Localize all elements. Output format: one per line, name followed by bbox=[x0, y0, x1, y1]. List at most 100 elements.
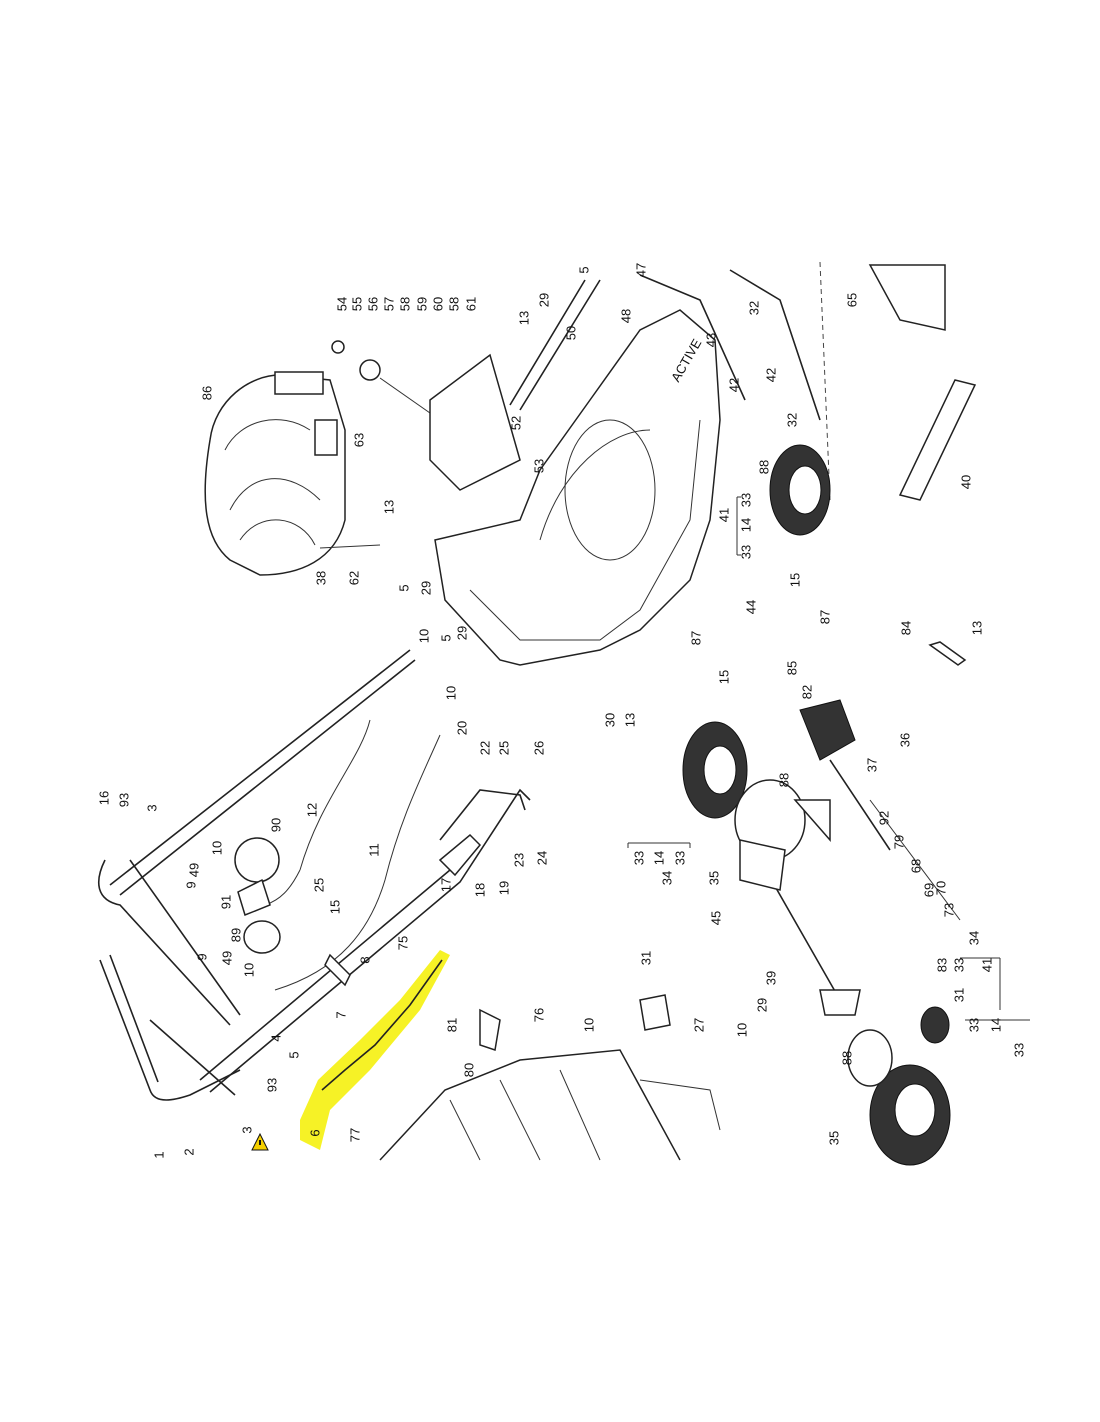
part-number-label: 91 bbox=[218, 895, 233, 909]
part-number-label: 63 bbox=[351, 433, 366, 447]
part-number-label: 5 bbox=[438, 634, 453, 641]
part-number-label: 32 bbox=[746, 301, 761, 315]
part-number-label: 13 bbox=[969, 621, 984, 635]
plate-part-27 bbox=[639, 994, 671, 1031]
part-number-label: 22 bbox=[477, 741, 492, 755]
part-number-label: 35 bbox=[706, 871, 721, 885]
part-number-label: 83 bbox=[934, 958, 949, 972]
part-number-label: 5 bbox=[396, 584, 411, 591]
part-number-label: 25 bbox=[496, 741, 511, 755]
part-number-label: 52 bbox=[508, 416, 523, 430]
part-number-label: 34 bbox=[966, 931, 981, 945]
part-number-label: 29 bbox=[754, 998, 769, 1012]
part-number-label: 86 bbox=[199, 386, 214, 400]
wheel-front-right bbox=[682, 721, 748, 819]
part-number-label: 10 bbox=[241, 963, 256, 977]
part-number-label: 25 bbox=[311, 878, 326, 892]
part-number-label: 79 bbox=[891, 835, 906, 849]
part-number-label: 17 bbox=[438, 878, 453, 892]
part-number-label: 7 bbox=[333, 1011, 348, 1018]
belt-part-40 bbox=[898, 379, 977, 501]
part-number-label: 31 bbox=[638, 951, 653, 965]
part-number-label: 14 bbox=[738, 518, 753, 532]
part-number-label: 10 bbox=[209, 841, 224, 855]
part-number-label: 41 bbox=[716, 508, 731, 522]
part-number-label: 53 bbox=[531, 459, 546, 473]
part-number-label: 33 bbox=[966, 1018, 981, 1032]
part-number-label: 11 bbox=[366, 843, 381, 857]
part-number-label: 84 bbox=[898, 621, 913, 635]
part-90 bbox=[234, 837, 280, 883]
part-number-label: 10 bbox=[416, 629, 431, 643]
part-number-label: 88 bbox=[756, 460, 771, 474]
part-number-label: 58 bbox=[397, 297, 412, 311]
part-number-label: 12 bbox=[304, 803, 319, 817]
part-number-label: 82 bbox=[799, 685, 814, 699]
wheel-rear-right bbox=[769, 444, 831, 536]
part-number-label: 1 bbox=[151, 1151, 166, 1158]
part-number-label: 15 bbox=[327, 900, 342, 914]
part-number-label: 57 bbox=[381, 297, 396, 311]
part-number-label: 13 bbox=[516, 311, 531, 325]
part-number-label: 29 bbox=[536, 293, 551, 307]
part-number-label: 2 bbox=[181, 1148, 196, 1155]
part-number-label: 93 bbox=[264, 1078, 279, 1092]
part-number-label: 58 bbox=[446, 297, 461, 311]
part-number-label: 55 bbox=[349, 297, 364, 311]
part-number-label: 48 bbox=[618, 309, 633, 323]
engine-part-86 bbox=[204, 371, 346, 576]
part-number-label: 24 bbox=[534, 851, 549, 865]
part-number-label: 33 bbox=[738, 545, 753, 559]
part-number-label: 8 bbox=[357, 956, 372, 963]
part-number-label: 9 bbox=[194, 953, 209, 960]
part-number-label: 4 bbox=[268, 1034, 283, 1041]
part-number-label: 3 bbox=[239, 1126, 254, 1133]
part-number-label: 89 bbox=[228, 928, 243, 942]
part-number-label: 61 bbox=[463, 297, 478, 311]
part-number-label: 65 bbox=[844, 293, 859, 307]
part-number-label: 15 bbox=[787, 573, 802, 587]
part-number-label: 10 bbox=[734, 1023, 749, 1037]
part-number-label: 9 bbox=[183, 881, 198, 888]
part-89 bbox=[243, 920, 281, 954]
part-number-label: 62 bbox=[346, 571, 361, 585]
part-number-label: 93 bbox=[116, 793, 131, 807]
part-number-label: 42 bbox=[726, 378, 741, 392]
part-number-label: 32 bbox=[784, 413, 799, 427]
part-number-label: 23 bbox=[511, 853, 526, 867]
part-number-label: 44 bbox=[743, 600, 758, 614]
warning-triangle-icon bbox=[251, 1132, 269, 1151]
part-number-label: 27 bbox=[691, 1018, 706, 1032]
part-number-label: 40 bbox=[958, 475, 973, 489]
part-number-label: 68 bbox=[908, 859, 923, 873]
part-number-label: 3 bbox=[144, 804, 159, 811]
part-number-label: 81 bbox=[444, 1018, 459, 1032]
gearbox-part-82 bbox=[799, 699, 856, 761]
wheel-rear-left bbox=[869, 1064, 951, 1166]
part-number-label: 37 bbox=[864, 758, 879, 772]
part-number-label: 45 bbox=[708, 911, 723, 925]
part-number-label: 42 bbox=[763, 368, 778, 382]
part-number-label: 60 bbox=[430, 297, 445, 311]
highlight-part-6 bbox=[300, 950, 450, 1150]
part-number-label: 43 bbox=[703, 333, 718, 347]
part-number-label: 59 bbox=[414, 297, 429, 311]
part-number-label: 14 bbox=[988, 1018, 1003, 1032]
cable-part-6 bbox=[321, 959, 443, 1091]
part-number-label: 75 bbox=[395, 936, 410, 950]
part-number-label: 85 bbox=[784, 661, 799, 675]
part-number-label: 38 bbox=[313, 571, 328, 585]
part-number-label: 35 bbox=[826, 1131, 841, 1145]
part-number-label: 50 bbox=[563, 326, 578, 340]
part-number-label: 33 bbox=[672, 851, 687, 865]
part-65 bbox=[868, 264, 946, 331]
part-number-label: 56 bbox=[365, 297, 380, 311]
part-number-label: 29 bbox=[418, 581, 433, 595]
part-number-label: 49 bbox=[219, 951, 234, 965]
part-number-label: 30 bbox=[602, 713, 617, 727]
part-number-label: 33 bbox=[951, 958, 966, 972]
part-number-label: 31 bbox=[951, 988, 966, 1002]
part-number-label: 87 bbox=[817, 610, 832, 624]
